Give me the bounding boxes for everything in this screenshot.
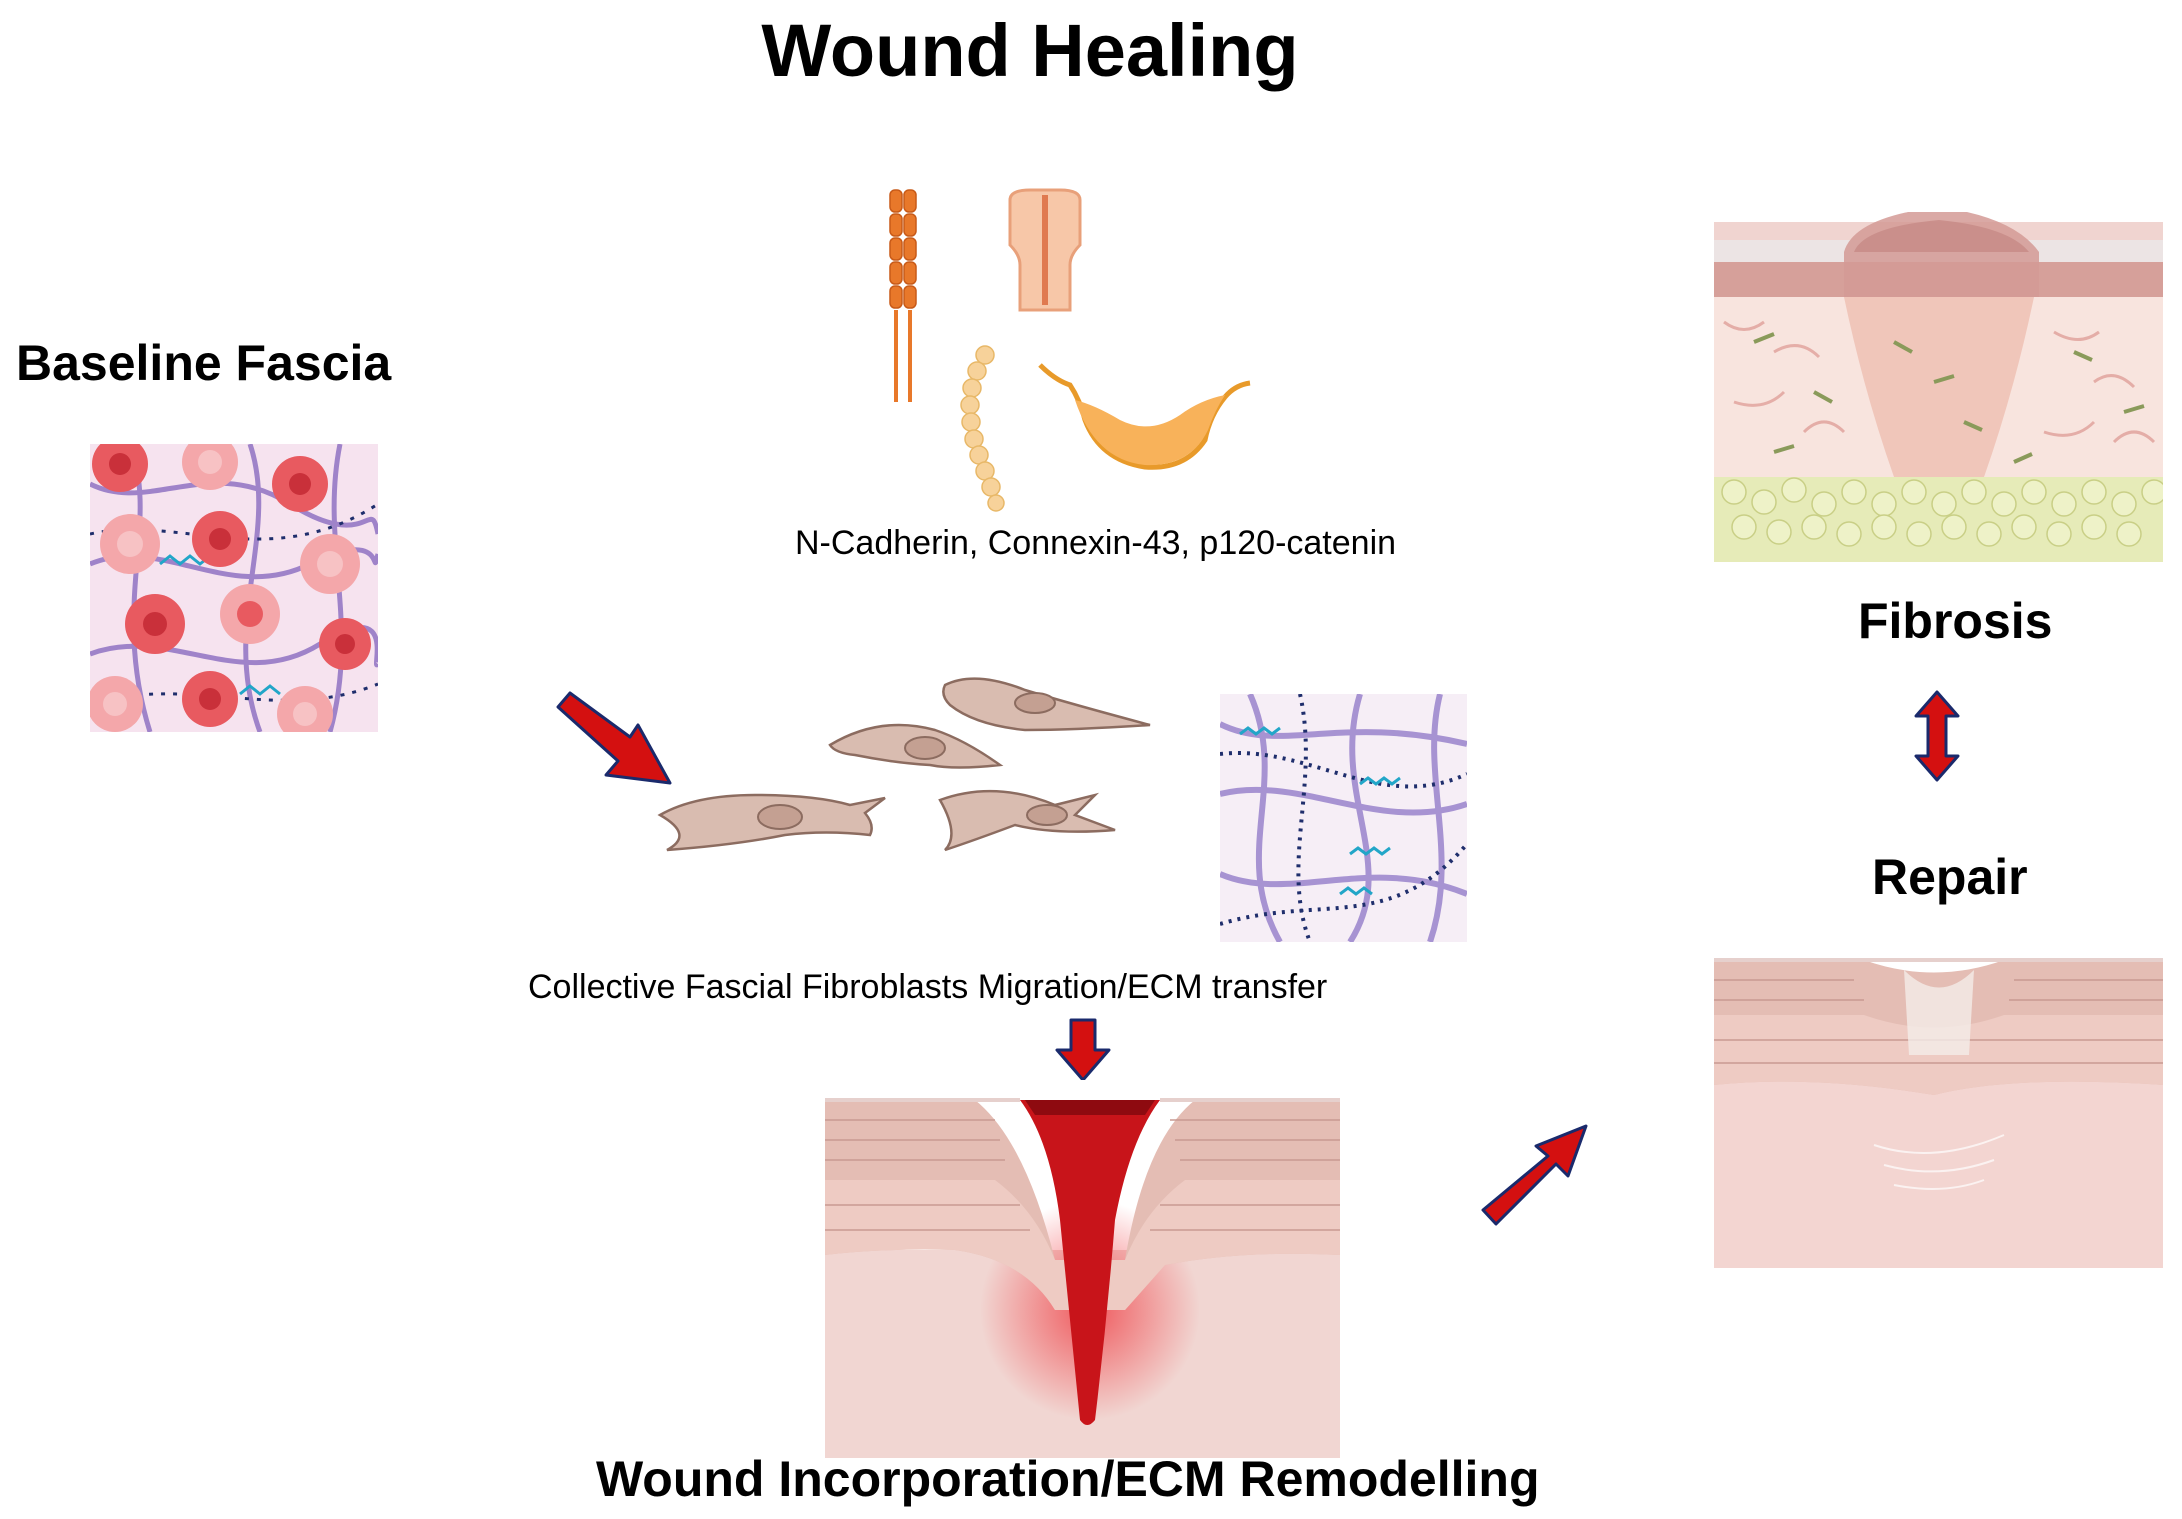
fibroblast-cell-icon xyxy=(828,723,1004,769)
baseline-fascia-tissue-icon xyxy=(90,444,378,732)
double-headed-arrow-icon xyxy=(1914,690,1960,782)
protein-icons-group xyxy=(889,188,1251,512)
red-arrow-icon xyxy=(1055,1018,1111,1082)
repair-label: Repair xyxy=(1872,849,2028,905)
diagram-title: Wound Healing xyxy=(761,9,1299,92)
n-cadherin-icon xyxy=(889,189,917,402)
proteins-caption: N-Cadherin, Connexin-43, p120-catenin xyxy=(795,524,1397,562)
fibroblast-cell-icon xyxy=(938,789,1116,852)
wound-remodelling-label: Wound Incorporation/ECM Remodelling xyxy=(596,1451,1540,1507)
ecm-fiber-network-icon xyxy=(1220,694,1467,942)
fibroblast-group xyxy=(657,677,1151,852)
wound-skin-icon xyxy=(825,1080,1340,1458)
fibroblast-cell-icon xyxy=(942,677,1151,732)
p120-catenin-icon xyxy=(960,345,1005,512)
protein-blob-icon xyxy=(1038,363,1251,470)
baseline-fascia-label: Baseline Fascia xyxy=(16,335,392,391)
fibroblast-cell-icon xyxy=(657,793,886,852)
migration-caption: Collective Fascial Fibroblasts Migration… xyxy=(528,968,1328,1006)
fibrosis-skin-icon xyxy=(1714,212,2163,562)
repair-skin-icon xyxy=(1714,945,2163,1268)
fibrosis-label: Fibrosis xyxy=(1858,593,2053,649)
connexin-43-channel-icon xyxy=(1008,188,1082,312)
red-arrow-icon xyxy=(1481,1124,1588,1226)
red-arrow-icon xyxy=(556,691,672,785)
